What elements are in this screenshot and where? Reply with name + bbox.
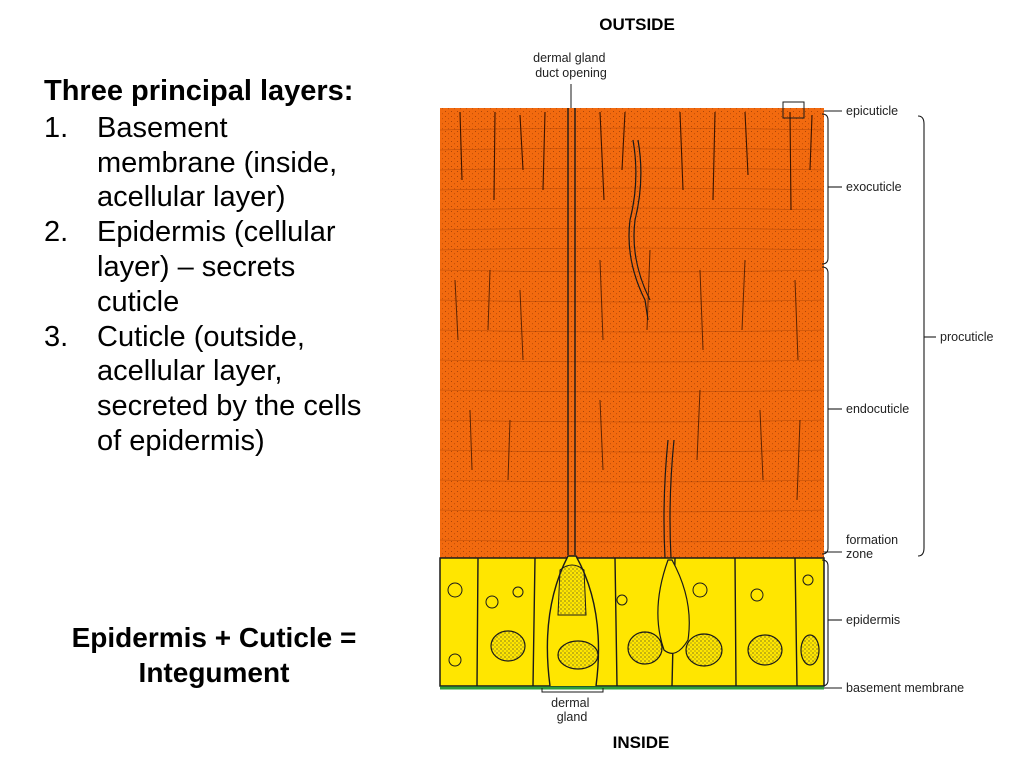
- dermal-gland-bracket: [541, 688, 604, 693]
- procuticle-label: procuticle: [940, 330, 994, 344]
- outside-label: OUTSIDE: [599, 15, 675, 34]
- basement-membrane-label: basement membrane: [846, 681, 964, 695]
- inside-label: INSIDE: [613, 733, 670, 752]
- epidermal-nuclei: [490, 630, 820, 670]
- layers-text-panel: Three principal layers: 1. Basement memb…: [44, 74, 439, 459]
- layer-item-1: 1. Basement membrane (inside, acellular …: [44, 111, 439, 215]
- layers-list: 1. Basement membrane (inside, acellular …: [44, 111, 439, 459]
- layers-heading: Three principal layers:: [44, 75, 354, 107]
- cuticle-stipple: [440, 108, 824, 558]
- layer-line: membrane (inside,: [97, 146, 338, 179]
- epidermis-fill: [439, 557, 825, 687]
- layer-item-2: 2. Epidermis (cellular layer) – secrets …: [44, 215, 439, 319]
- layer-line: layer) – secrets: [97, 250, 296, 283]
- cuticle-lamellae: [440, 108, 824, 558]
- endocuticle-label: endocuticle: [846, 402, 909, 416]
- summary-line: Epidermis + Cuticle =: [71, 622, 357, 653]
- dermal-gland-label: dermal gland: [551, 696, 593, 724]
- layer-line: Basement: [97, 111, 228, 144]
- layer-line: acellular layer): [97, 181, 286, 214]
- epidermis-label: epidermis: [846, 613, 900, 627]
- integument-summary: Epidermis + Cuticle = Integument: [24, 620, 404, 690]
- layer-item-3: 3. Cuticle (outside, acellular layer, se…: [44, 320, 439, 459]
- epidermis-layer: [439, 555, 825, 690]
- cuticle-layer: [440, 101, 824, 558]
- epidermal-vesicles: [447, 574, 814, 667]
- epicuticle-label: epicuticle: [846, 104, 898, 118]
- formation-zone-label: formation zone: [846, 533, 902, 561]
- epicuticle-detail-box: [782, 101, 805, 119]
- exocuticle-label: exocuticle: [846, 180, 902, 194]
- summary-line: Integument: [138, 657, 290, 688]
- layer-line: cuticle: [97, 285, 180, 318]
- layer-line: Epidermis (cellular: [97, 216, 336, 249]
- duct-opening-label: dermal gland duct opening: [533, 51, 609, 80]
- layer-number: 3.: [44, 320, 69, 353]
- layer-line: Cuticle (outside,: [97, 320, 305, 353]
- layer-number: 1.: [44, 111, 69, 144]
- layer-number: 2.: [44, 216, 69, 249]
- layer-line: of epidermis): [97, 424, 265, 457]
- layer-brackets: [821, 110, 936, 689]
- layer-line: acellular layer,: [97, 355, 283, 388]
- layer-line: secreted by the cells: [97, 390, 362, 423]
